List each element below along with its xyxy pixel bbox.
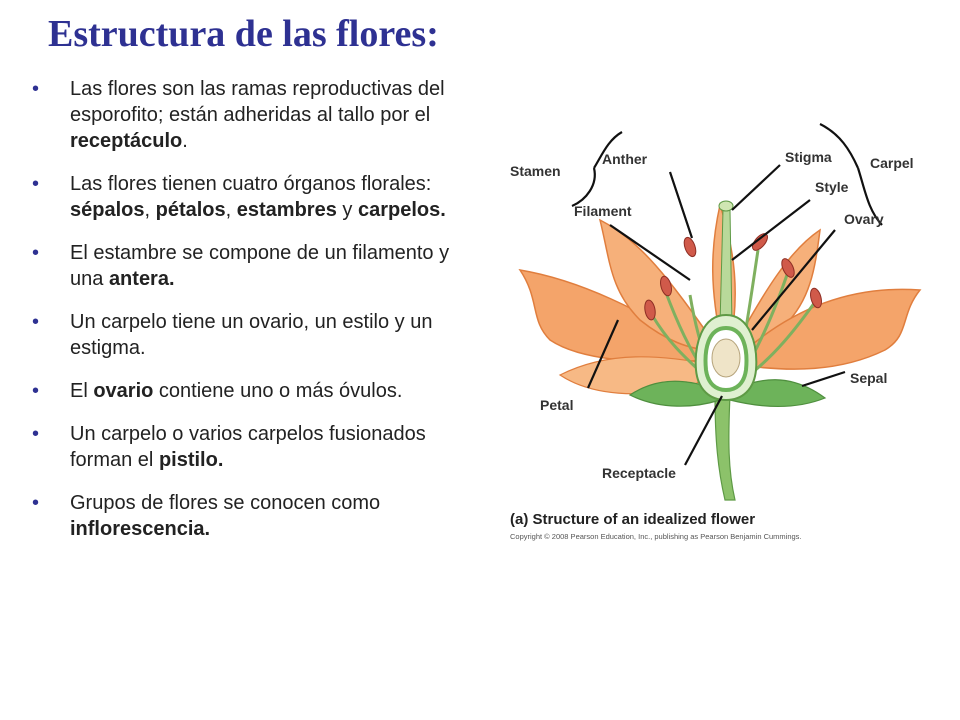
sepal-right [729,379,827,408]
flower-diagram: Stamen Anther Filament Stigma Carpel Sty… [510,123,922,541]
label-anther: Anther [602,151,648,167]
label-filament: Filament [574,203,632,219]
label-carpel: Carpel [870,155,914,171]
bullet-list: Las flores son las ramas reproductivas d… [30,76,470,559]
label-sepal: Sepal [850,370,887,386]
stem [714,394,736,501]
bullet-item: Las flores tienen cuatro órganos florale… [30,171,470,223]
ovule [711,338,741,378]
carpel-bracket [819,123,860,169]
petal-back-left [598,218,713,351]
label-stigma: Stigma [785,149,832,165]
label-receptacle: Receptacle [602,465,676,481]
bullet-item: Grupos de flores se conocen como inflore… [30,490,470,542]
sepal-left [628,380,721,407]
label-ovary: Ovary [844,211,884,227]
stamen-bracket [593,131,623,169]
anthers [644,233,822,321]
label-style: Style [815,179,849,195]
bullet-item: Las flores son las ramas reproductivas d… [30,76,470,154]
label-petal: Petal [540,397,573,413]
bullet-item: Un carpelo o varios carpelos fusionados … [30,421,470,473]
stigma [718,200,734,212]
bullet-item: El ovario contiene uno o más óvulos. [30,378,470,404]
diagram-caption: (a) Structure of an idealized flower [510,511,755,528]
bullet-item: Un carpelo tiene un ovario, un estilo y … [30,309,470,361]
copyright-note: Copyright © 2008 Pearson Education, Inc.… [510,532,802,541]
label-stamen: Stamen [510,163,561,179]
slide-title: Estructura de las flores: [48,13,439,55]
bullet-item: El estambre se compone de un filamento y… [30,240,470,292]
